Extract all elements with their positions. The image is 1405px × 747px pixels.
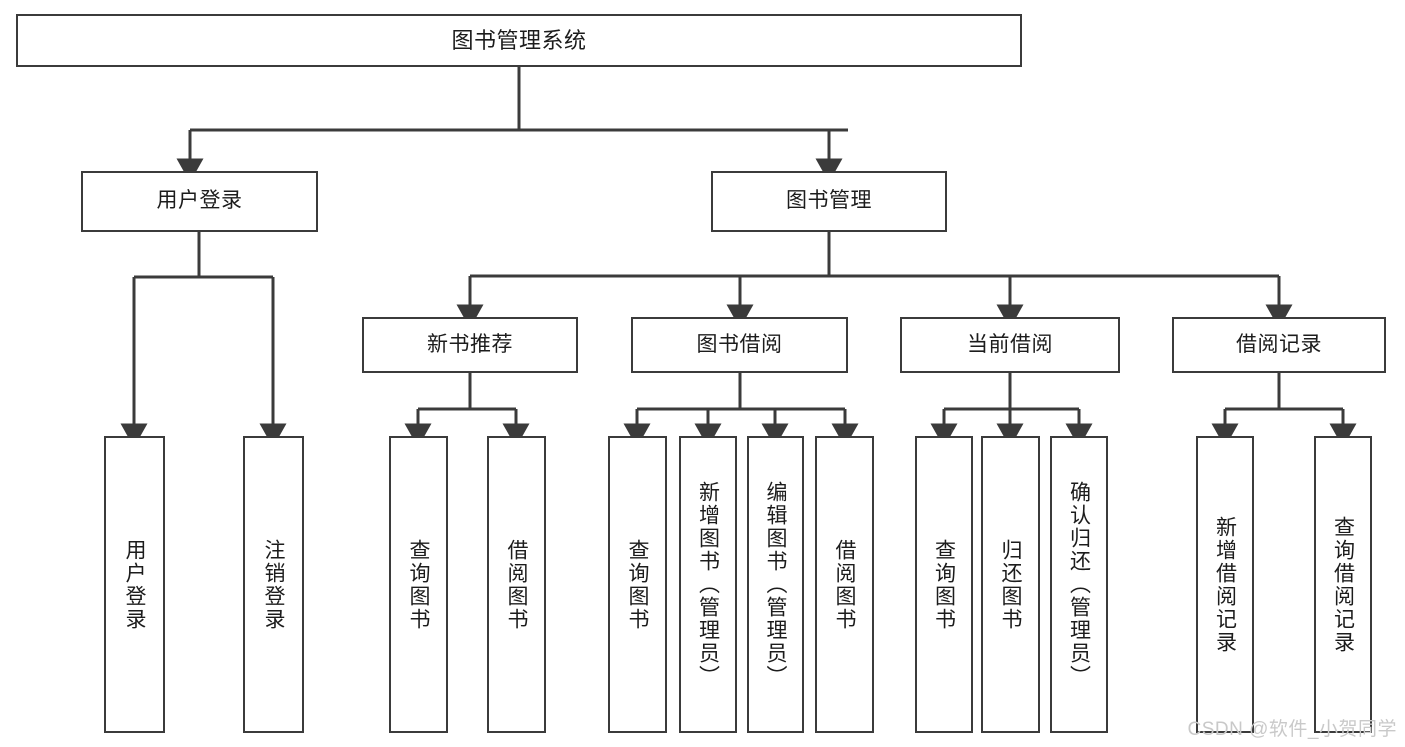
leaf-edit-book-admin[interactable]: 编辑图书（管理员） <box>747 436 804 733</box>
node-label: 注销登录 <box>262 538 285 631</box>
node-label: 编辑图书（管理员） <box>764 481 787 688</box>
leaf-user-login[interactable]: 用户登录 <box>104 436 165 733</box>
node-label: 图书借阅 <box>696 332 783 356</box>
node-label: 查询图书 <box>932 538 956 631</box>
node-label: 查询图书 <box>626 538 649 631</box>
node-label: 借阅记录 <box>1236 332 1322 356</box>
node-current-borrow[interactable]: 当前借阅 <box>900 317 1120 373</box>
leaf-query-borrow-record[interactable]: 查询借阅记录 <box>1314 436 1372 733</box>
node-label: 查询借阅记录 <box>1331 515 1355 654</box>
leaf-query-book-borrow[interactable]: 查询图书 <box>608 436 667 733</box>
node-label: 查询图书 <box>407 538 430 631</box>
leaf-borrow-book[interactable]: 借阅图书 <box>815 436 874 733</box>
node-label: 图书管理系统 <box>451 27 587 53</box>
node-borrow-record[interactable]: 借阅记录 <box>1172 317 1386 373</box>
node-label: 图书管理 <box>786 189 872 213</box>
leaf-logout[interactable]: 注销登录 <box>243 436 304 733</box>
leaf-return-book[interactable]: 归还图书 <box>981 436 1040 733</box>
node-user-login[interactable]: 用户登录 <box>81 171 318 232</box>
node-label: 借阅图书 <box>833 538 856 631</box>
leaf-add-book-admin[interactable]: 新增图书（管理员） <box>679 436 737 733</box>
node-label: 用户登录 <box>123 538 146 631</box>
node-label: 借阅图书 <box>505 538 528 631</box>
node-label: 新书推荐 <box>427 332 513 356</box>
node-book-borrow[interactable]: 图书借阅 <box>631 317 848 373</box>
csdn-watermark: CSDN @软件_小贺同学 <box>1187 719 1397 740</box>
leaf-confirm-return-admin[interactable]: 确认归还（管理员） <box>1050 436 1108 733</box>
node-label: 归还图书 <box>999 538 1022 631</box>
node-root-book-management-system[interactable]: 图书管理系统 <box>16 14 1022 67</box>
node-label: 用户登录 <box>156 189 243 213</box>
node-label: 新增图书（管理员） <box>696 481 720 688</box>
node-new-book-recommend[interactable]: 新书推荐 <box>362 317 578 373</box>
leaf-query-book-current[interactable]: 查询图书 <box>915 436 973 733</box>
leaf-add-borrow-record[interactable]: 新增借阅记录 <box>1196 436 1254 733</box>
node-label: 确认归还（管理员） <box>1067 481 1091 688</box>
leaf-query-book-recommend[interactable]: 查询图书 <box>389 436 448 733</box>
leaf-borrow-book-recommend[interactable]: 借阅图书 <box>487 436 546 733</box>
node-label: 新增借阅记录 <box>1213 515 1237 654</box>
node-label: 当前借阅 <box>967 332 1053 356</box>
node-book-management[interactable]: 图书管理 <box>711 171 947 232</box>
